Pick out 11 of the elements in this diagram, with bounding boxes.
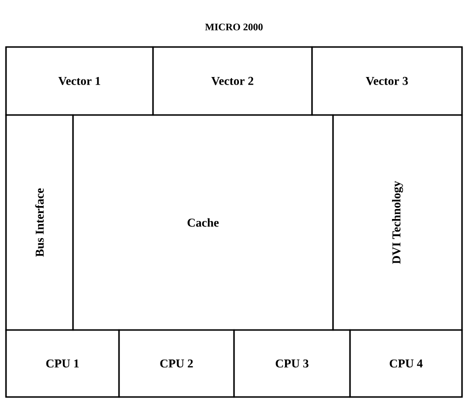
block-box: CPU 3 (233, 329, 351, 398)
block-box: Cache (72, 114, 334, 331)
block-box: Vector 3 (311, 46, 463, 116)
block-box: CPU 1 (5, 329, 120, 398)
title: MICRO 2000 (205, 24, 263, 30)
block-box: CPU 2 (118, 329, 235, 398)
block-box: Bus Interface (5, 114, 74, 331)
block-box: CPU 4 (349, 329, 463, 398)
block-box: Vector 2 (152, 46, 313, 116)
block-box: Vector 1 (5, 46, 154, 116)
block-box: DVI Technology (332, 114, 463, 331)
